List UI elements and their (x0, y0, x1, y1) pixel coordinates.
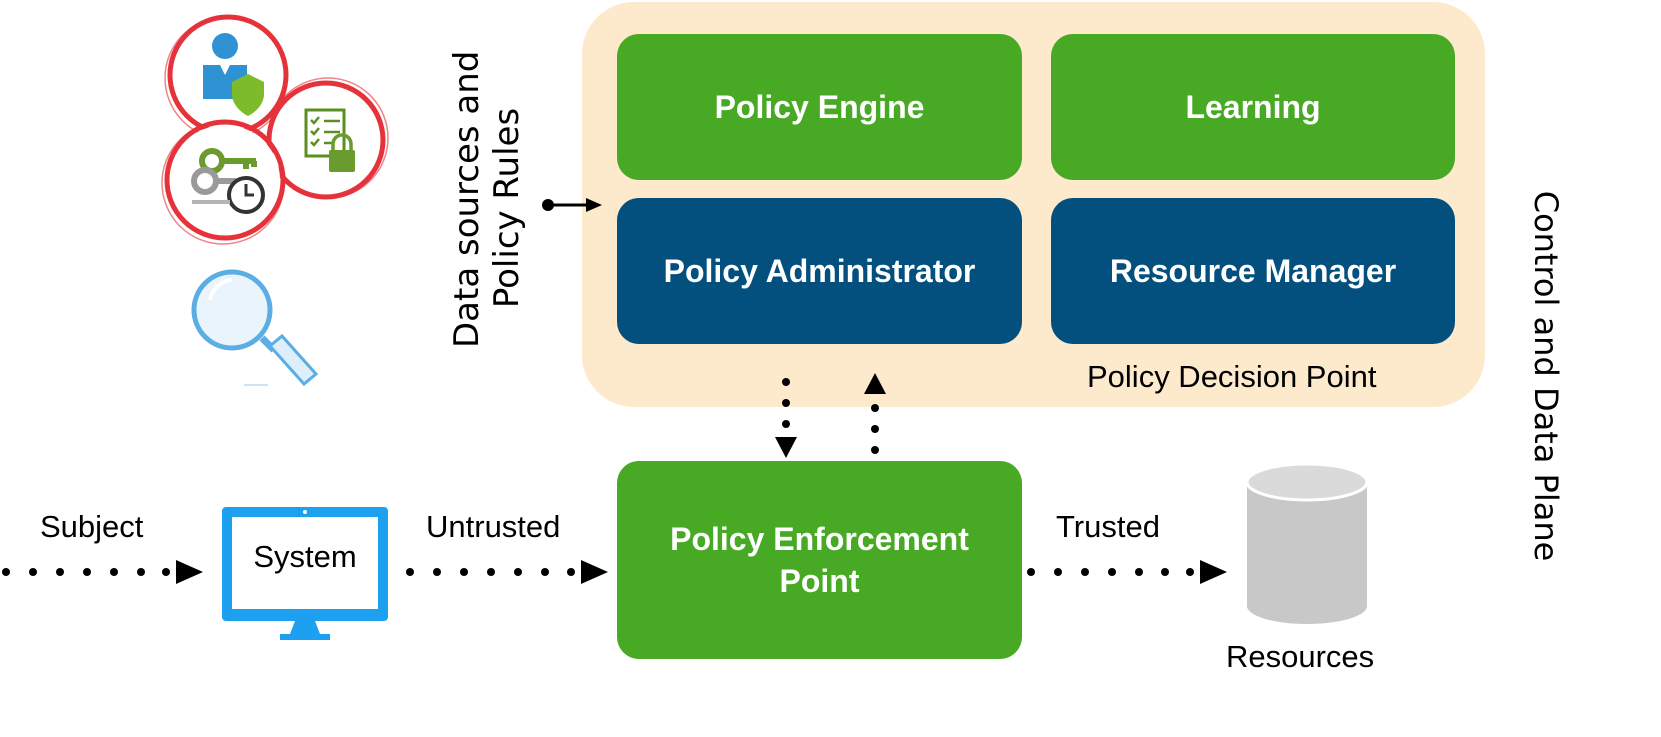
policy-engine-label: Policy Engine (714, 89, 925, 125)
database-cylinder-icon (1245, 462, 1369, 624)
subject-arrow (2, 560, 203, 584)
policy-administrator-box: Policy Administrator (617, 198, 1022, 344)
up-dotted-arrow (864, 373, 886, 454)
untrusted-arrow (406, 560, 608, 584)
policy-administrator-label: Policy Administrator (663, 253, 976, 289)
user-shield-icon (164, 14, 289, 140)
policy-decision-point-label: Policy Decision Point (1087, 359, 1377, 394)
system-label: System (253, 539, 357, 574)
untrusted-label: Untrusted (426, 509, 561, 544)
checklist-lock-icon (266, 77, 389, 200)
pep-label-line2: Point (779, 563, 860, 599)
magnifier-icon (191, 269, 319, 387)
subject-label: Subject (40, 509, 144, 544)
learning-box: Learning (1051, 34, 1455, 180)
learning-label: Learning (1185, 89, 1321, 125)
data-sources-arrow (542, 198, 602, 212)
pep-label-line1: Policy Enforcement (670, 521, 969, 557)
monitor-icon (222, 507, 388, 640)
trusted-arrow (1027, 560, 1227, 584)
down-dotted-arrow (775, 378, 797, 458)
trusted-label: Trusted (1056, 509, 1160, 544)
policy-enforcement-point-box: Policy Enforcement Point (617, 461, 1022, 659)
resource-manager-box: Resource Manager (1051, 198, 1455, 344)
policy-engine-box: Policy Engine (617, 34, 1022, 180)
resources-label: Resources (1226, 639, 1375, 674)
keys-clock-icon (161, 119, 286, 245)
resource-manager-label: Resource Manager (1109, 253, 1397, 289)
